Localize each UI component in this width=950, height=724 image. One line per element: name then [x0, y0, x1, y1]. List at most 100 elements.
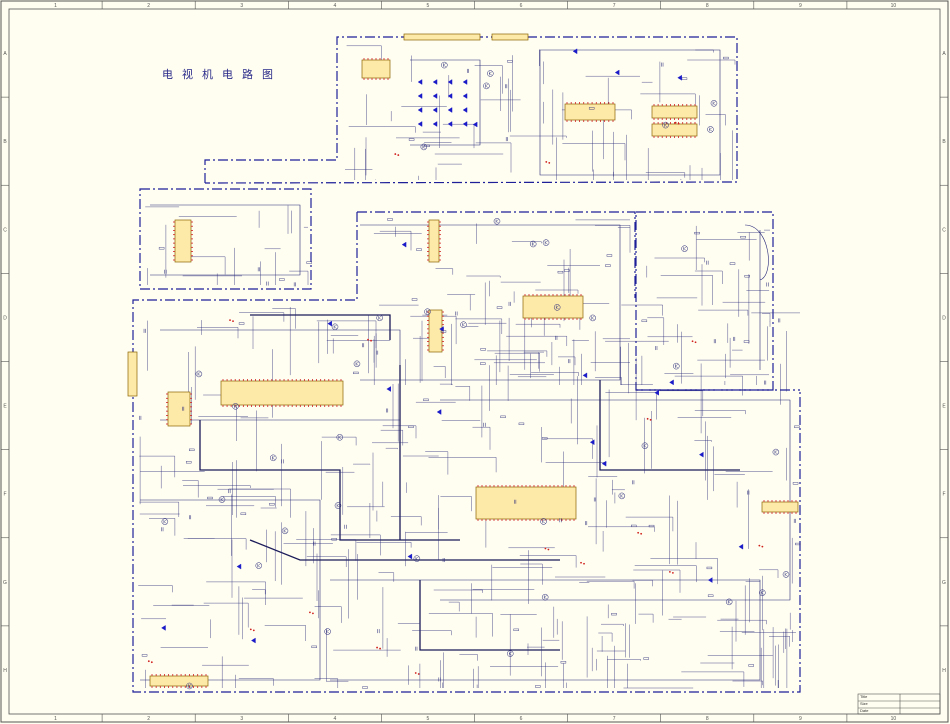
transistor: [161, 518, 169, 525]
pad: [637, 531, 640, 534]
diode: [327, 320, 332, 327]
resistor: [423, 398, 429, 401]
transistor: [662, 121, 669, 129]
zone-col-label: 6: [520, 716, 523, 722]
zone-col-label: 8: [706, 3, 709, 9]
zone-col-label: 2: [147, 3, 150, 9]
transistor: [424, 308, 431, 315]
zone-col-label: 8: [706, 716, 709, 722]
capacitor: [661, 62, 664, 67]
keypad-switch: [417, 79, 423, 85]
resistor: [238, 322, 245, 325]
keypad-switch: [432, 79, 438, 85]
capacitor: [143, 328, 146, 333]
pad: [370, 339, 372, 342]
resistor: [480, 362, 486, 365]
resistor: [605, 264, 611, 267]
pad: [414, 672, 417, 674]
resistor: [440, 330, 447, 333]
zone-row-label: D: [942, 315, 946, 321]
zone-row-label: E: [942, 404, 946, 410]
capacitor: [182, 406, 185, 411]
resistor: [723, 56, 729, 60]
zone-row-label: E: [3, 404, 7, 410]
capacitor: [386, 408, 389, 413]
zone-row-label: A: [3, 51, 7, 57]
resistor: [681, 77, 688, 80]
diode: [699, 451, 704, 458]
pad: [309, 611, 311, 614]
transistor: [441, 61, 448, 69]
resistor: [648, 524, 655, 528]
transistor: [195, 370, 203, 378]
keypad-switch: [447, 93, 453, 99]
capacitor: [313, 541, 316, 546]
crt-board: [635, 211, 774, 391]
pad: [252, 629, 255, 632]
pad: [580, 561, 582, 564]
resistor: [744, 275, 750, 278]
zone-row-label: G: [942, 580, 946, 586]
capacitor: [483, 422, 486, 427]
keypad-switch: [417, 93, 423, 99]
transistor: [186, 682, 193, 690]
resistor: [480, 348, 486, 351]
zone-row-label: F: [3, 492, 6, 498]
resistor: [743, 340, 750, 343]
diode: [386, 386, 391, 392]
resistor: [353, 371, 359, 375]
transistor: [529, 240, 537, 248]
capacitor: [442, 558, 445, 563]
keypad-switch: [462, 121, 468, 127]
resistor: [362, 686, 368, 689]
ic-label-block: [761, 501, 799, 513]
dense-wiring: [138, 45, 800, 689]
transistor: [413, 555, 421, 562]
zone-row-label: H: [942, 668, 946, 674]
ic-audio-1: [564, 103, 616, 121]
transistor: [541, 593, 549, 601]
resistor: [240, 512, 247, 515]
diode: [436, 409, 442, 415]
diode: [236, 563, 242, 570]
ic-jungle: [475, 486, 577, 520]
capacitor: [293, 282, 296, 287]
capacitor: [466, 68, 469, 73]
zone-col-label: 3: [240, 3, 243, 9]
resistor: [408, 138, 415, 141]
pad: [379, 647, 381, 650]
pad: [674, 121, 677, 124]
title-block: [857, 693, 941, 715]
zone-row-label: A: [942, 51, 946, 57]
transistor: [725, 598, 733, 606]
resistor: [416, 248, 422, 251]
capacitor: [585, 521, 588, 526]
zone-row-label: H: [3, 668, 7, 674]
zone-col-label: 5: [427, 716, 430, 722]
title-block-title: Title: [860, 694, 868, 699]
pad: [547, 548, 550, 551]
diode: [251, 637, 256, 644]
resistor: [606, 254, 613, 257]
zone-col-label: 9: [799, 716, 802, 722]
title-block-date: Date: [860, 708, 869, 713]
ic-audio-2: [651, 105, 698, 119]
capacitor: [505, 137, 508, 142]
pad: [761, 545, 764, 548]
diode: [161, 625, 166, 631]
resistor: [408, 425, 414, 428]
transistor: [589, 314, 596, 322]
diode: [614, 69, 620, 76]
transistor: [772, 448, 780, 456]
transistor: [707, 126, 714, 133]
diode: [472, 121, 478, 128]
resistor: [611, 613, 617, 616]
resistor: [707, 594, 714, 597]
zone-row-label: G: [3, 580, 7, 586]
keypad-switch: [417, 121, 423, 127]
pad: [694, 341, 697, 344]
transistor: [281, 527, 289, 535]
ic-mcu: [220, 380, 344, 406]
